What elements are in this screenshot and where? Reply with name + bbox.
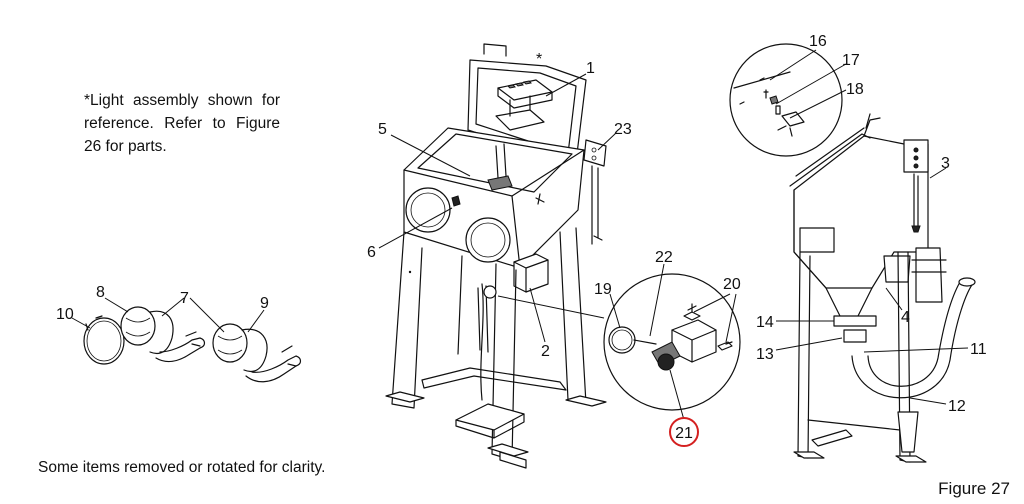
callout-8: 8 [96,284,105,301]
callout-10: 10 [56,306,74,323]
callout-14: 14 [756,314,774,331]
asterisk-mark: * [536,51,542,68]
callout-9: 9 [260,295,269,312]
callout-6: 6 [367,244,376,261]
blast-cabinet-drawing [385,43,607,469]
glove-right-drawing [212,323,302,383]
callout-1: 1 [586,60,595,77]
light-assembly-note: *Light assembly shown for reference. Ref… [84,92,280,155]
callout-22: 22 [655,249,673,266]
figure-label: Figure 27 [938,479,1010,498]
side-cabinet-drawing [729,43,976,463]
callout-7: 7 [180,290,189,307]
callout-12: 12 [948,398,966,415]
callout-4: 4 [901,309,910,326]
callout-20: 20 [723,276,741,293]
callout-3: 3 [941,155,950,172]
clarity-note: Some items removed or rotated for clarit… [38,459,326,476]
callout-11: 11 [970,341,987,358]
callout-18: 18 [846,81,864,98]
callout-2: 2 [541,343,550,360]
callout-16: 16 [809,33,827,50]
callout-5: 5 [378,121,387,138]
hand-clamp-drawing [83,315,125,365]
glove-left-drawing [120,306,206,363]
callout-19: 19 [594,281,612,298]
callout-17: 17 [842,52,860,69]
regulator-detail-drawing [497,273,741,411]
highlight-ring [669,417,699,447]
leader-lines [71,49,969,421]
callout-13: 13 [756,346,774,363]
callout-21: 21 [675,425,693,442]
callout-23: 23 [614,121,632,138]
callout-labels: * 1 2 3 4 5 6 7 8 9 10 11 12 13 14 16 17… [56,33,987,447]
